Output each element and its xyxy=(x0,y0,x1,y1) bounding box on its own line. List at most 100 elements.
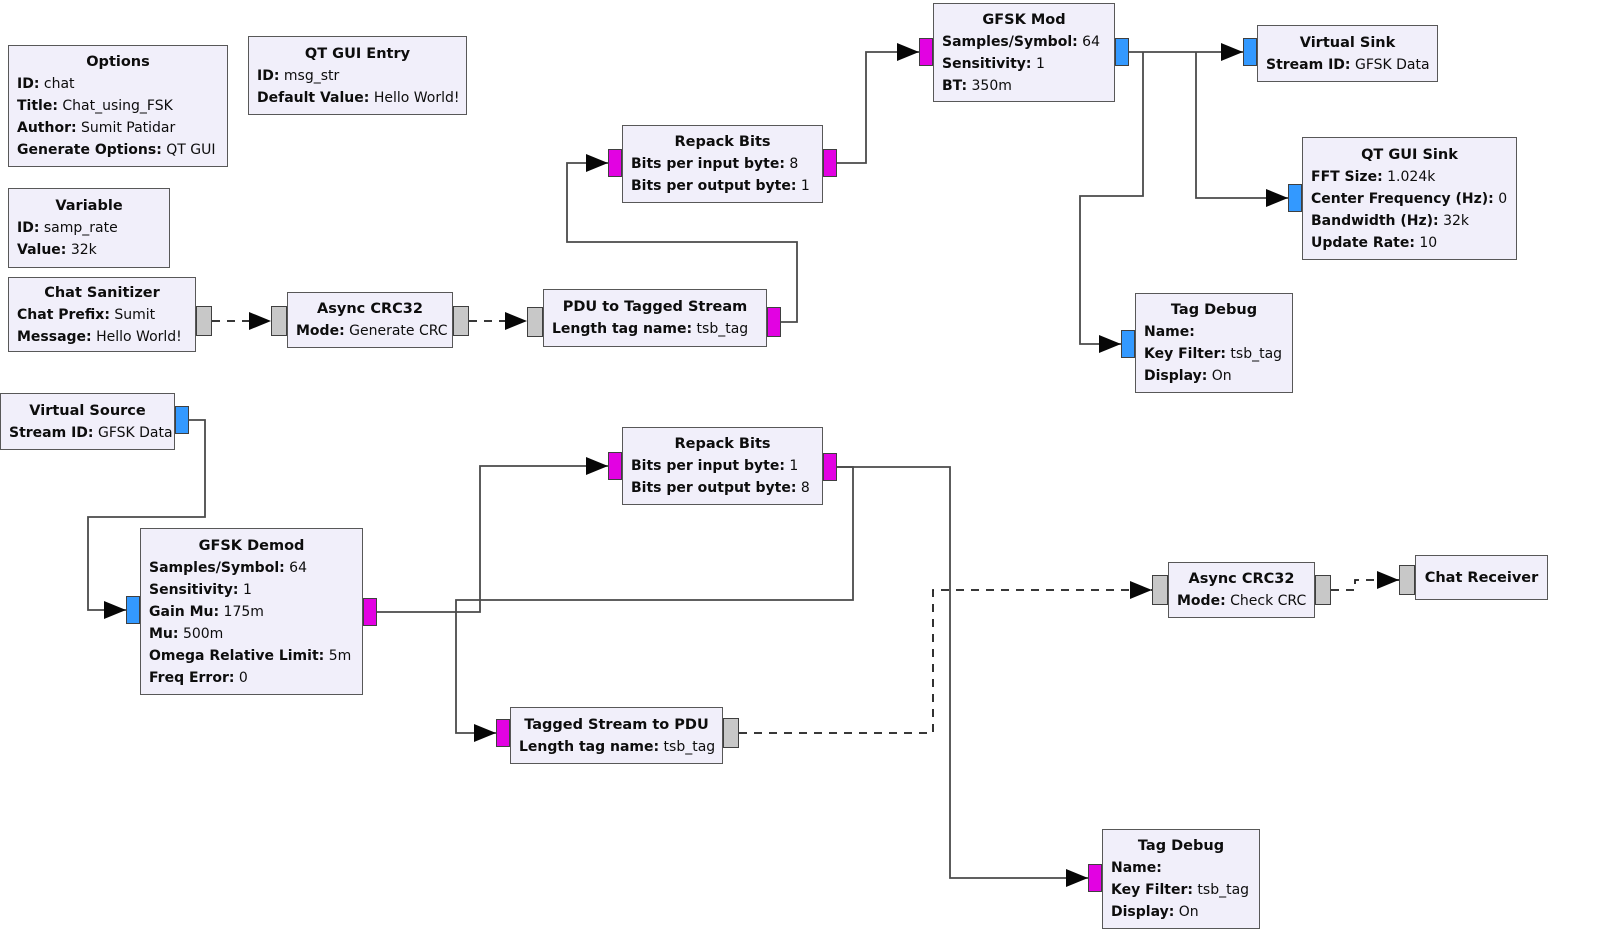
param-value: Sumit xyxy=(114,306,156,323)
gfsk-mod-out-port[interactable] xyxy=(1115,38,1129,66)
async-crc32-gen-out-port[interactable] xyxy=(453,306,469,336)
block-param: Bits per input byte: 1 xyxy=(631,455,814,477)
connection-virtual-source-to-gfsk-demod[interactable] xyxy=(87,419,206,619)
tagged-stream-to-pdu-in-port[interactable] xyxy=(496,719,510,747)
gfsk-demod-in-port[interactable] xyxy=(126,596,140,624)
connection-gfsk-mod-to-qt-gui-sink[interactable] xyxy=(1195,52,1288,207)
arrowhead-icon xyxy=(897,43,919,61)
connection-pdu2ts-to-repack-tx[interactable] xyxy=(566,154,798,323)
repack-bits-tx-out-port[interactable] xyxy=(823,149,837,177)
chat-receiver-in-port[interactable] xyxy=(1399,565,1415,595)
block-param: Key Filter: tsb_tag xyxy=(1144,343,1284,365)
block-param: Omega Relative Limit: 5m xyxy=(149,645,354,667)
tag-debug-tx-in-port[interactable] xyxy=(1121,330,1135,358)
param-value: Hello World! xyxy=(373,89,460,106)
param-label: Sensitivity: xyxy=(942,55,1032,72)
block-param: Center Frequency (Hz): 0 xyxy=(1311,188,1508,210)
block-param: ID: msg_str xyxy=(257,65,458,87)
param-label: Bits per output byte: xyxy=(631,480,797,496)
virtual-source-out-port[interactable] xyxy=(175,406,189,434)
repack-bits-tx-in-port[interactable] xyxy=(608,149,622,177)
block-chat-receiver[interactable]: Chat Receiver xyxy=(1415,555,1548,600)
qt-gui-sink-in-port[interactable] xyxy=(1288,184,1302,212)
repack-bits-rx-out-port[interactable] xyxy=(823,453,837,481)
block-param: Title: Chat_using_FSK xyxy=(17,95,219,117)
gfsk-mod-in-port[interactable] xyxy=(919,38,933,66)
pdu-to-tagged-stream-out-port[interactable] xyxy=(767,307,781,337)
param-label: Mu: xyxy=(149,625,179,642)
block-param: Key Filter: tsb_tag xyxy=(1111,879,1251,901)
param-label: Bits per output byte: xyxy=(631,178,797,194)
connection-gfsk-demod-to-repack-rx[interactable] xyxy=(377,457,608,613)
block-title: Virtual Sink xyxy=(1299,34,1396,51)
block-param: FFT Size: 1.024k xyxy=(1311,166,1508,188)
arrowhead-icon xyxy=(1099,335,1121,353)
tag-debug-rx-in-port[interactable] xyxy=(1088,864,1102,892)
param-value: Check CRC xyxy=(1230,593,1307,609)
chat-sanitizer-out-port[interactable] xyxy=(196,306,212,336)
async-crc32-gen-in-port[interactable] xyxy=(271,306,287,336)
block-title: Repack Bits xyxy=(674,134,771,150)
connection-repack-rx-to-tag-debug[interactable] xyxy=(837,466,1088,887)
block-param: Generate Options: QT GUI xyxy=(17,139,219,161)
param-label: Key Filter: xyxy=(1111,882,1193,898)
connection-chat-sanitizer-to-crc32[interactable] xyxy=(212,312,271,330)
param-label: Message: xyxy=(17,328,92,345)
connection-gfsk-mod-to-virtual-sink[interactable] xyxy=(1129,43,1243,61)
param-label: Default Value: xyxy=(257,89,370,106)
block-title: GFSK Demod xyxy=(198,537,305,554)
block-param: Default Value: Hello World! xyxy=(257,87,460,109)
block-title: Chat Receiver xyxy=(1424,569,1539,586)
param-value: 1.024k xyxy=(1387,168,1436,185)
block-param: Sensitivity: 1 xyxy=(942,53,1106,75)
param-value: 8 xyxy=(789,156,799,172)
param-value: 1 xyxy=(800,178,810,194)
param-label: Center Frequency (Hz): xyxy=(1311,190,1494,207)
param-label: Length tag name: xyxy=(552,321,693,337)
repack-bits-rx-in-port[interactable] xyxy=(608,452,622,480)
virtual-sink-in-port[interactable] xyxy=(1243,38,1257,66)
connection-crc32-check-to-chat-receiver[interactable] xyxy=(1331,571,1399,591)
block-title: QT GUI Sink xyxy=(1361,146,1458,163)
param-value: tsb_tag xyxy=(696,321,749,337)
block-title: Chat Sanitizer xyxy=(44,284,160,301)
tagged-stream-to-pdu-out-port[interactable] xyxy=(723,718,739,748)
connection-ts2pdu-to-crc32-check[interactable] xyxy=(739,581,1152,734)
connection-gfsk-mod-to-tag-debug[interactable] xyxy=(1079,52,1144,353)
param-label: ID: xyxy=(17,220,40,236)
async-crc32-check-out-port[interactable] xyxy=(1315,575,1331,605)
pdu-to-tagged-stream-in-port[interactable] xyxy=(527,307,543,337)
block-title: GFSK Mod xyxy=(982,11,1066,28)
param-value: 175m xyxy=(223,603,264,620)
arrowhead-icon xyxy=(505,312,527,330)
connection-crc32-to-pdu2ts[interactable] xyxy=(469,312,527,330)
param-label: Key Filter: xyxy=(1144,346,1226,362)
connection-repack-rx-to-ts2pdu[interactable] xyxy=(455,466,854,742)
block-param: Update Rate: 10 xyxy=(1311,232,1508,254)
gfsk-demod-out-port[interactable] xyxy=(363,598,377,626)
block-param: Author: Sumit Patidar xyxy=(17,117,219,139)
async-crc32-check-in-port[interactable] xyxy=(1152,575,1168,605)
connection-repack-tx-to-gfsk-mod[interactable] xyxy=(837,43,919,164)
block-title: Tag Debug xyxy=(1137,838,1225,854)
param-label: Display: xyxy=(1144,368,1208,384)
param-value: 32k xyxy=(1443,212,1470,229)
